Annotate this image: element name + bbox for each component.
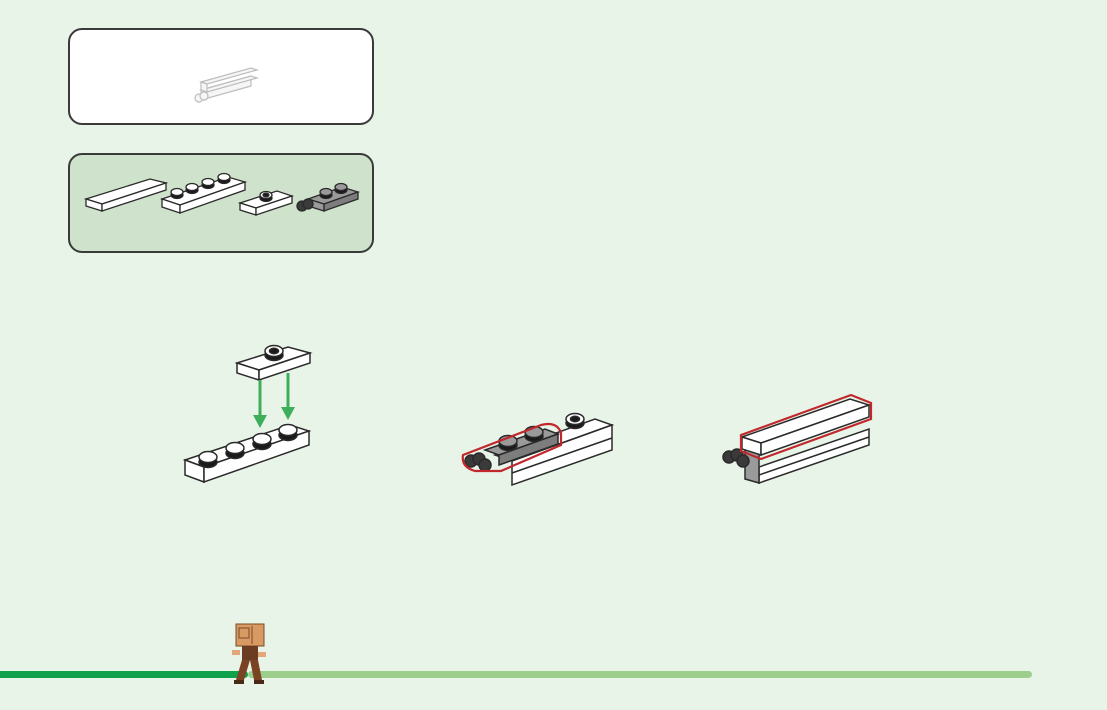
submodel-preview-icon — [70, 30, 372, 123]
walking-cardboard-box-character-icon — [230, 622, 270, 692]
placement-arrows — [253, 373, 295, 428]
submodel-preview-panel — [68, 28, 374, 125]
step-attach-jumper — [180, 335, 500, 485]
progress-bar-remaining — [248, 671, 1032, 678]
progress-bar-complete — [0, 671, 248, 678]
jumper-plate-icon — [240, 191, 292, 215]
parts-list-panel — [68, 153, 374, 253]
hinge-plate-icon — [297, 184, 358, 212]
plate-1x4-icon — [162, 174, 245, 214]
flat-tile-icon — [86, 179, 166, 211]
step-attach-hinge — [455, 395, 625, 495]
step-attach-tile — [715, 385, 885, 495]
